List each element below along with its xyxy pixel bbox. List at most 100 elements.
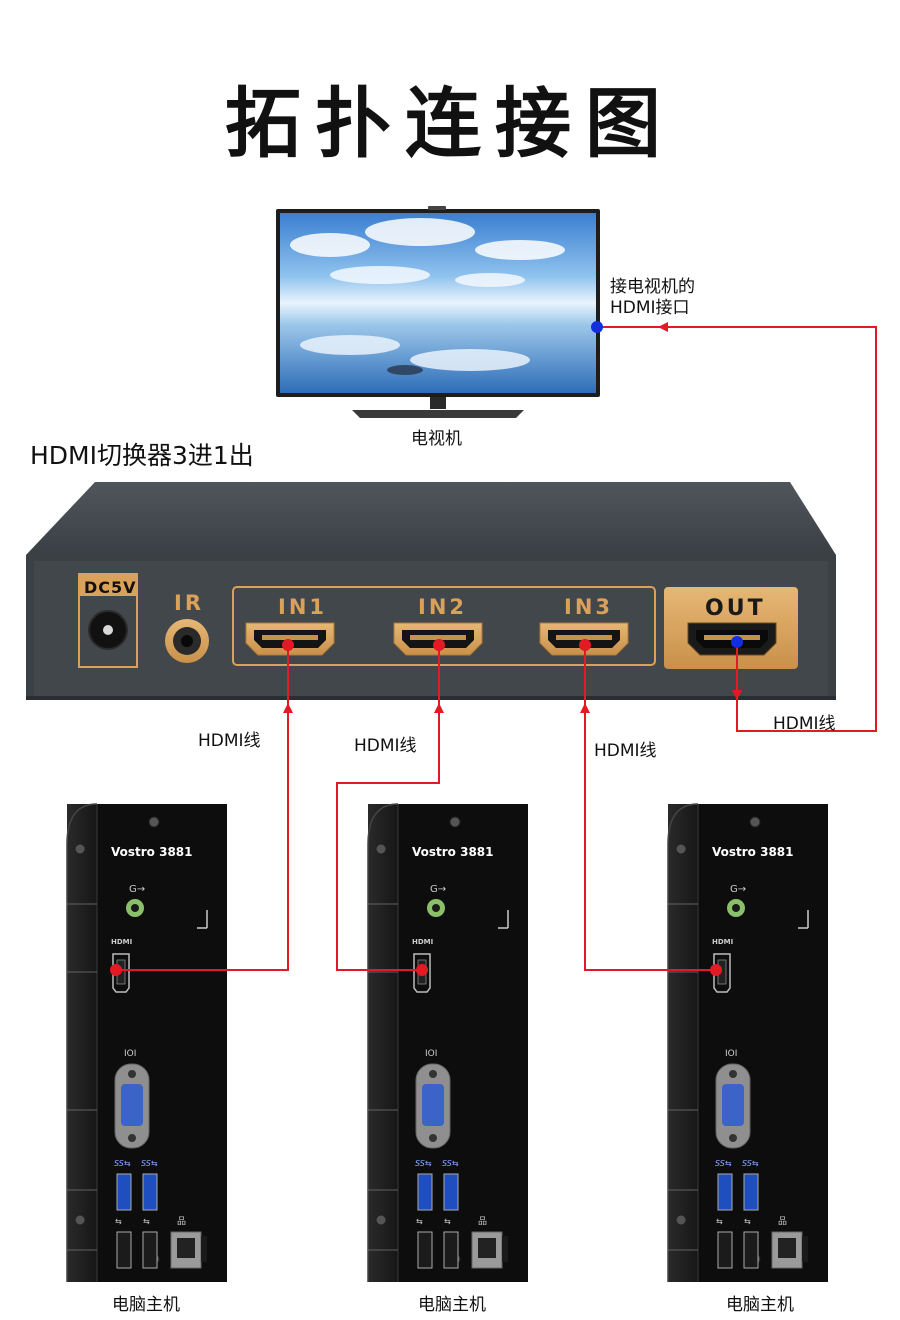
screw-icon: [749, 816, 761, 828]
pc3-label: 电脑主机: [726, 1295, 794, 1315]
tv-note-line1: 接电视机的: [610, 277, 695, 297]
cable-in3-label: HDMI线: [594, 741, 657, 761]
arrow-in2: [434, 703, 444, 713]
hdmi-mark: HDMI: [111, 938, 132, 946]
tv-camera: [428, 206, 446, 210]
cable-arrows: [283, 322, 742, 713]
screw-icon: [675, 843, 687, 855]
vga-port: [121, 1084, 143, 1126]
cable-in1-label: HDMI线: [198, 731, 261, 751]
ethernet-mark: 品: [778, 1216, 787, 1227]
usb3-mark: SS⇆: [715, 1159, 732, 1168]
usb2-mark: ⇆: [444, 1217, 451, 1226]
cable-in1: [116, 645, 289, 971]
dot-tv: [591, 321, 603, 333]
usb3-mark: SS⇆: [742, 1159, 759, 1168]
usb3-mark: SS⇆: [114, 1159, 131, 1168]
in1-label: IN1: [278, 595, 327, 619]
tv-stand-neck: [430, 397, 446, 409]
vga-mark: IOI: [124, 1049, 136, 1059]
vga-port: [422, 1084, 444, 1126]
hdmi-mark: HDMI: [412, 938, 433, 946]
arrow-in1: [283, 703, 293, 713]
vga-mark: IOI: [425, 1049, 437, 1059]
cables: [116, 326, 877, 971]
ethernet-mark: 品: [177, 1216, 186, 1227]
usb3-port: [142, 1173, 158, 1211]
out-label: OUT: [705, 596, 766, 621]
arrow-out: [732, 690, 742, 700]
dot-in3: [579, 639, 591, 651]
in2-label: IN2: [418, 595, 467, 619]
usb2-mark: ⇆: [143, 1217, 150, 1226]
dc5v-label: DC5V: [84, 578, 137, 597]
hdmi-switcher: DC5V IR IN1 IN2 IN3 OUT: [26, 482, 836, 700]
screw-icon: [375, 843, 387, 855]
ethernet-mark: 品: [478, 1216, 487, 1227]
cable-in2: [336, 645, 440, 971]
switcher-top-face: [26, 482, 836, 555]
tv-label: 电视机: [411, 429, 462, 449]
tv-clouds: [290, 218, 565, 375]
usb3-mark: SS⇆: [415, 1159, 432, 1168]
dot-pc3-hdmi: [710, 964, 722, 976]
usb3-port: [443, 1173, 459, 1211]
audio-mark: G→: [730, 884, 746, 895]
usb3-mark: SS⇆: [442, 1159, 459, 1168]
usb2-port: [142, 1231, 158, 1269]
usb2-port: [743, 1231, 759, 1269]
usb2-port: [116, 1231, 132, 1269]
dot-out: [731, 636, 743, 648]
usb2-mark: ⇆: [716, 1217, 723, 1226]
dot-pc1-hdmi: [110, 964, 122, 976]
cable-out-label: HDMI线: [773, 714, 836, 734]
screw-icon: [675, 1214, 687, 1226]
hdmi-mark: HDMI: [712, 938, 733, 946]
cable-dots: [110, 321, 743, 976]
pc2-label: 电脑主机: [418, 1295, 486, 1315]
audio-mark: G→: [129, 884, 145, 895]
dc5v-label-bg: [79, 574, 137, 596]
cable-in2-label: HDMI线: [354, 736, 417, 756]
dot-in1: [282, 639, 294, 651]
usb3-port: [417, 1173, 433, 1211]
tv-note-line2: HDMI接口: [610, 298, 690, 318]
vga-port: [722, 1084, 744, 1126]
arrow-tv: [658, 322, 668, 332]
screw-icon: [449, 816, 461, 828]
pc-model-label: Vostro 3881: [111, 845, 193, 859]
usb3-port: [743, 1173, 759, 1211]
usb3-mark: SS⇆: [141, 1159, 158, 1168]
screw-icon: [375, 1214, 387, 1226]
pc-model-label: Vostro 3881: [412, 845, 494, 859]
usb2-mark: ⇆: [744, 1217, 751, 1226]
tv-stand-base: [352, 410, 524, 418]
screw-icon: [74, 843, 86, 855]
ir-label: IR: [174, 591, 204, 615]
cable-out-to-tv: [598, 326, 877, 732]
page-title: 拓扑连接图: [225, 79, 675, 168]
switcher-name: HDMI切换器3进1出: [30, 441, 254, 470]
usb2-port: [717, 1231, 733, 1269]
screw-icon: [148, 816, 160, 828]
dot-pc2-hdmi: [416, 964, 428, 976]
tv: [276, 206, 600, 418]
audio-mark: G→: [430, 884, 446, 895]
vga-mark: IOI: [725, 1049, 737, 1059]
arrow-in3: [580, 703, 590, 713]
usb3-port: [116, 1173, 132, 1211]
dot-in2: [433, 639, 445, 651]
pc-model-label: Vostro 3881: [712, 845, 794, 859]
usb2-mark: ⇆: [416, 1217, 423, 1226]
cable-in3: [584, 645, 716, 971]
screw-icon: [74, 1214, 86, 1226]
in-ports-frame: [232, 586, 656, 666]
usb3-port: [717, 1173, 733, 1211]
in3-label: IN3: [564, 595, 613, 619]
usb2-mark: ⇆: [115, 1217, 122, 1226]
